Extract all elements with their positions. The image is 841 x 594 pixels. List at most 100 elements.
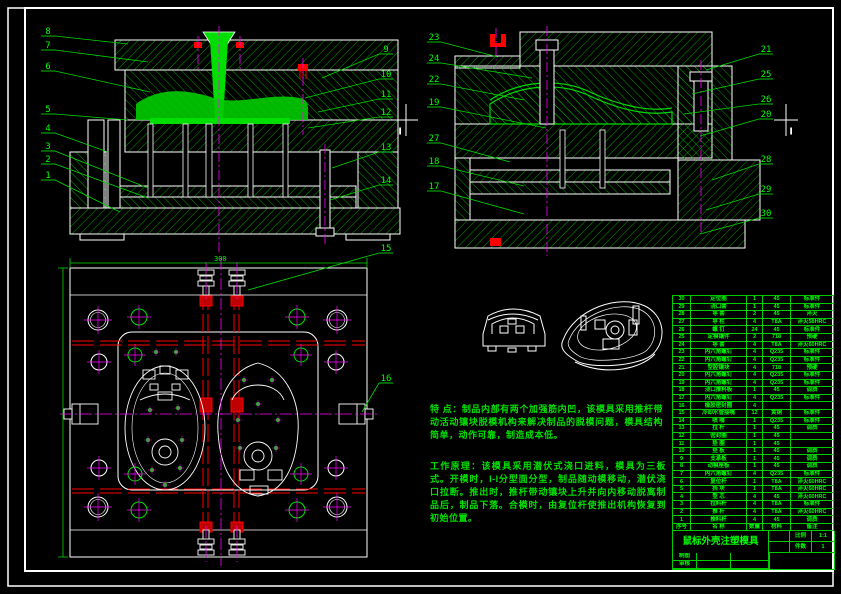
svg-text:26: 26 [761, 95, 772, 105]
callout-7: 7 [41, 41, 149, 63]
bom-row: 22 内六角螺钉 4 Q235 标准件 [672, 355, 834, 365]
bottom-clamp-plate [69, 207, 401, 235]
plan-hole [84, 493, 112, 521]
bom-cell-name: 浇口推料板 [690, 386, 747, 395]
bom-cell-no: 16 [672, 401, 691, 410]
plan-view: 300 [58, 255, 377, 566]
svg-text:29: 29 [761, 185, 772, 195]
ejector-dot [144, 436, 152, 444]
bom-cell-material: 45 [762, 454, 791, 464]
bom-cell-no: 27 [672, 317, 691, 327]
cavity-profile [489, 86, 673, 125]
callout-5: 5 [41, 105, 129, 121]
bom-cell-no: 14 [672, 416, 691, 426]
bom-row: 10 垫 板 1 45 调质 [672, 446, 834, 456]
bom-row: 11 垫 圈 1 45 [672, 439, 834, 448]
support-pillar [87, 119, 105, 209]
svg-text:18: 18 [429, 157, 440, 167]
bom-cell-remark: 淬火60HRC [790, 492, 834, 502]
bom-cell-material: 45 [762, 424, 791, 433]
bom-cell-remark: 调质 [790, 515, 834, 524]
bom-cell-remark: 标准件 [790, 355, 834, 365]
bom-cell-material: 45 [762, 492, 791, 502]
bom-cell-material: 45 [762, 515, 791, 524]
callout-17: 17 [427, 182, 525, 215]
callout-16: 16 [361, 374, 393, 413]
bom-row: 30 定位圈 1 45 标准件 [672, 295, 834, 304]
note-features: 特 点：制品内部有两个加强筋内凹，该模具采用推杆带动活动镶块脱模机构来解决制品的… [430, 404, 663, 440]
bom-cell-name: 导 套 [690, 310, 747, 319]
bom-cell-no: 21 [672, 363, 691, 372]
svg-text:28: 28 [761, 155, 772, 165]
bom-cell-material [762, 401, 791, 410]
ejector-dot [240, 376, 248, 384]
bom-cell-qty: 1 [746, 424, 763, 433]
bom-cell-material: 45 [762, 325, 791, 334]
core-plate [454, 123, 713, 159]
draw-name-cell [697, 553, 731, 562]
svg-text:22: 22 [429, 75, 440, 85]
bom-cell-no: 8 [672, 462, 691, 471]
callout-12: 12 [307, 108, 393, 129]
title-block-rest [770, 553, 834, 569]
cooling-channels [72, 270, 365, 555]
drawing-title: 鼠标外壳注塑模具 [673, 531, 769, 554]
bom-cell-qty: 2 [746, 332, 763, 342]
bom-cell-material: 45 [762, 386, 791, 395]
bom-cell-remark: 淬火 [790, 310, 834, 319]
bom-row: 19 内六角螺钉 4 Q235 标准件 [672, 378, 834, 388]
ejector-dot [172, 348, 180, 356]
bom-cell-qty: 1 [746, 431, 763, 441]
bom-cell-qty: 1 [746, 295, 763, 304]
bom-cell-material: 45 [762, 439, 791, 448]
svg-text:4: 4 [45, 124, 50, 134]
bom-cell-material: 718 [762, 363, 791, 372]
bom-cell-qty: 12 [746, 408, 763, 418]
bom-cell-no: 1 [672, 515, 691, 524]
callout-25: 25 [691, 70, 773, 95]
bom-cell-no: 6 [672, 477, 691, 486]
bom-cell-material: 45 [762, 302, 791, 312]
bom-row: 5 挡 块 1 T8A 淬火60HRC [672, 484, 834, 494]
bom-cell-no: 5 [672, 484, 691, 494]
bom-cell-name: 推 杆 [690, 507, 747, 517]
bom-cell-name: 内六角螺钉 [690, 348, 747, 357]
callout-26: 26 [683, 95, 773, 115]
ejector-dot [274, 416, 282, 424]
bom-cell-no: 26 [672, 325, 691, 334]
sprue-puller [205, 123, 213, 198]
bom-cell-qty: 2 [746, 310, 763, 319]
bom-cell-qty: 4 [746, 507, 763, 517]
bom-cell-material: Q235 [762, 378, 791, 388]
bom-cell-material: Q235 [762, 469, 791, 479]
svg-text:25: 25 [761, 70, 772, 80]
bom-cell-remark: 标准件 [790, 408, 834, 418]
callout-21: 21 [705, 45, 773, 71]
bom-cell-remark: 调质 [790, 386, 834, 395]
ejector-dot [176, 464, 184, 472]
bom-cell-remark: 标准件 [790, 416, 834, 426]
svg-text:13: 13 [381, 143, 392, 153]
callout-13: 13 [331, 143, 393, 169]
bom-row: 28 导 套 2 45 淬火 [672, 310, 834, 319]
bom-header-name: 名 称 [690, 522, 747, 532]
bom-cell-no: 12 [672, 431, 691, 441]
svg-text:9: 9 [383, 45, 388, 55]
bom-table: 30 定位圈 1 45 标准件 29 浇口套 1 45 标准件 28 导 套 [672, 295, 835, 571]
ejector-dot [161, 481, 169, 489]
callout-11: 11 [317, 90, 393, 113]
bom-cell-remark: 调质 [790, 446, 834, 456]
ejector-dot [234, 416, 242, 424]
bom-cell-qty: 4 [746, 401, 763, 410]
bom-cell-name: 内六角螺钉 [690, 378, 747, 388]
plan-hole [324, 350, 348, 374]
bom-cell-qty: 1 [746, 484, 763, 494]
bom-cell-remark: 标准件 [790, 469, 834, 479]
svg-text:20: 20 [761, 110, 772, 120]
svg-text:19: 19 [429, 98, 440, 108]
bom-cell-no: 4 [672, 492, 691, 502]
core-plate [124, 119, 399, 153]
ejector-dot [272, 444, 280, 452]
svg-text:11: 11 [381, 90, 392, 100]
ejector-pin [247, 123, 254, 198]
